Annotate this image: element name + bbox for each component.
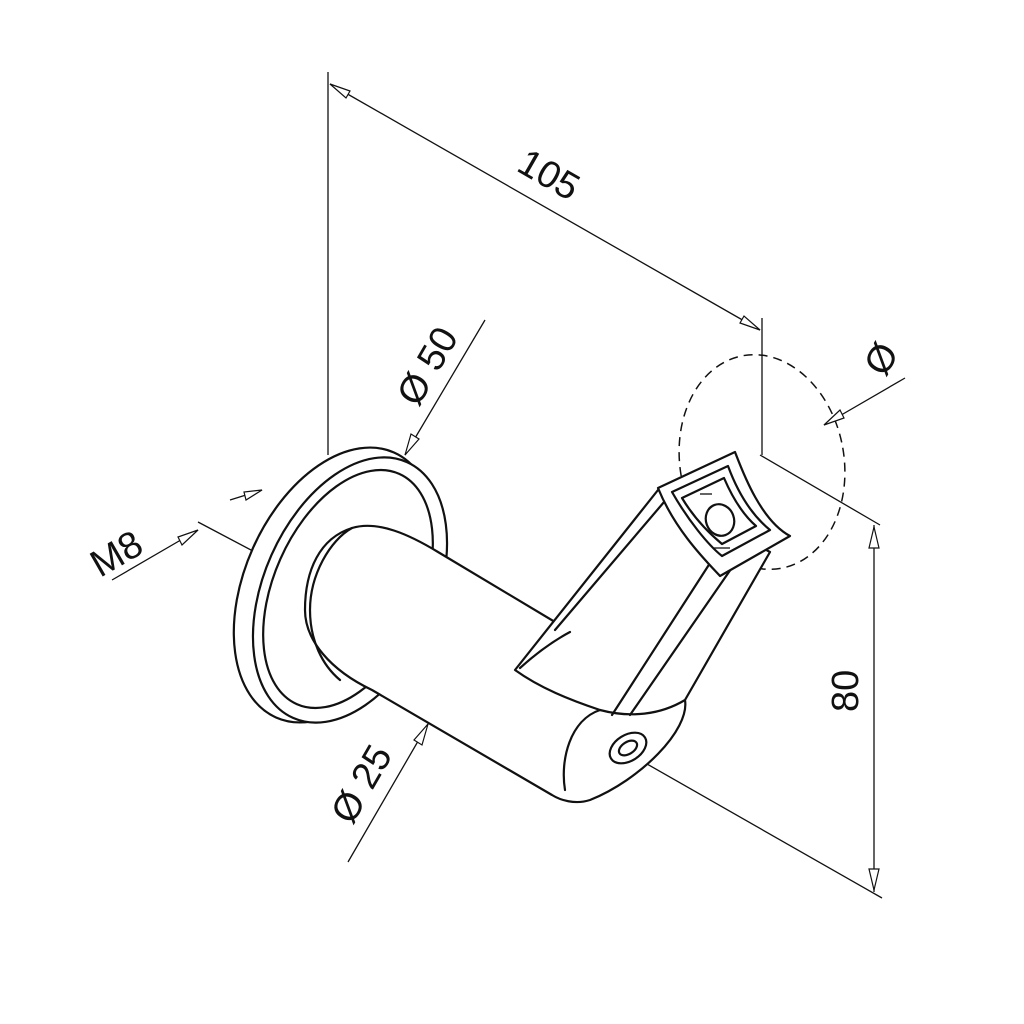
saddle-screw-hole: [704, 503, 736, 537]
rail-outline: [678, 353, 881, 571]
dimension-thread: M8: [84, 489, 271, 586]
dimension-height: 80: [639, 525, 883, 899]
height-label: 80: [825, 670, 867, 712]
dimension-rail-diameter: Ø: [823, 336, 908, 426]
flange-diameter-label: Ø 50: [389, 320, 467, 412]
dimension-length: 105: [327, 72, 763, 455]
dimension-tube-diameter: Ø 25: [323, 723, 429, 863]
rail-diameter-label: Ø: [856, 336, 907, 383]
thread-label: M8: [84, 523, 151, 586]
tube-diameter-label: Ø 25: [323, 738, 401, 830]
dimension-flange-diameter: Ø 50: [389, 319, 486, 456]
length-label: 105: [511, 141, 587, 209]
bracket-body: [232, 446, 792, 804]
joint-screw-hole: [608, 731, 648, 765]
